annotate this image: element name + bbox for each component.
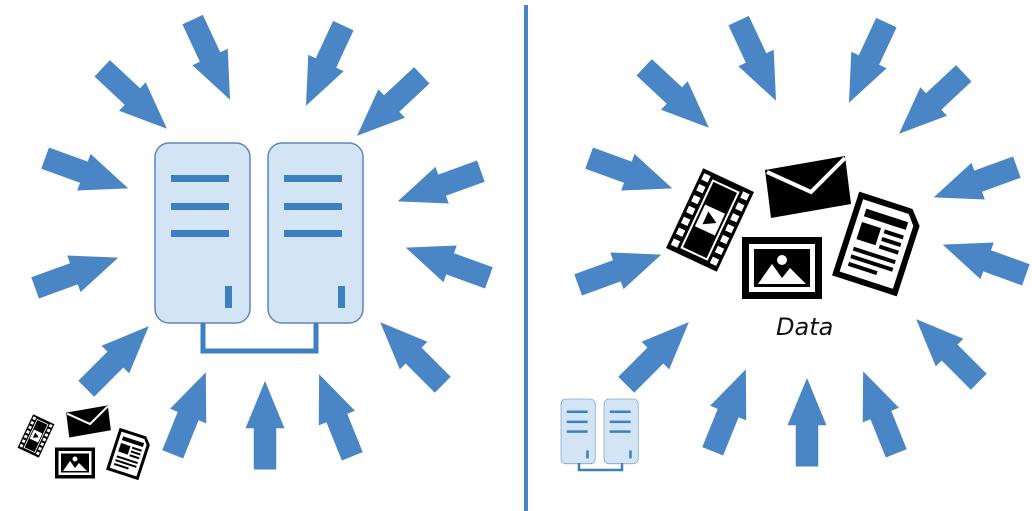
picture-icon (742, 237, 822, 299)
envelope-icon (763, 154, 853, 220)
arrow-icon (38, 139, 135, 207)
arrow-icon (174, 11, 248, 109)
arrow-icon (885, 59, 978, 148)
inward-arrows-left (28, 11, 496, 470)
document-icon (106, 427, 152, 481)
arrow-icon (845, 363, 915, 461)
arrow-icon (787, 378, 827, 467)
arrow-icon (720, 12, 794, 110)
arrow-icon (630, 53, 723, 142)
data-icons-large (666, 154, 924, 299)
envelope-icon (65, 404, 112, 439)
server-pair-large (154, 142, 364, 354)
server-connector (200, 323, 319, 354)
document-icon (832, 191, 924, 297)
arrow-icon (694, 361, 764, 459)
server-pair-small (560, 398, 639, 472)
arrow-icon (831, 14, 905, 112)
data-label: Data (776, 313, 833, 341)
arrow-icon (936, 226, 1032, 294)
left-panel (17, 11, 496, 481)
server-icon (154, 142, 251, 324)
server-icon (603, 398, 639, 465)
arrow-icon (245, 381, 285, 470)
film-strip-icon (17, 414, 55, 458)
arrow-icon (391, 152, 488, 220)
arrow-icon (28, 239, 125, 307)
data-icons-small (17, 404, 152, 481)
arrow-icon (571, 236, 668, 304)
arrow-icon (399, 229, 496, 297)
picture-icon (55, 447, 95, 479)
arrow-icon (612, 308, 703, 399)
right-panel: Data (560, 12, 1032, 472)
arrow-icon (902, 305, 993, 396)
arrow-icon (927, 148, 1024, 216)
arrow-icon (288, 17, 362, 115)
arrow-icon (301, 366, 371, 464)
arrow-icon (582, 139, 679, 207)
server-connector (577, 463, 624, 472)
arrow-icon (366, 308, 457, 399)
arrow-icon (88, 54, 181, 143)
server-icon (267, 142, 364, 324)
film-strip-icon (666, 168, 754, 272)
arrow-icon (343, 61, 436, 150)
server-icon (560, 398, 596, 465)
arrow-icon (154, 364, 224, 462)
arrow-icon (72, 312, 163, 403)
